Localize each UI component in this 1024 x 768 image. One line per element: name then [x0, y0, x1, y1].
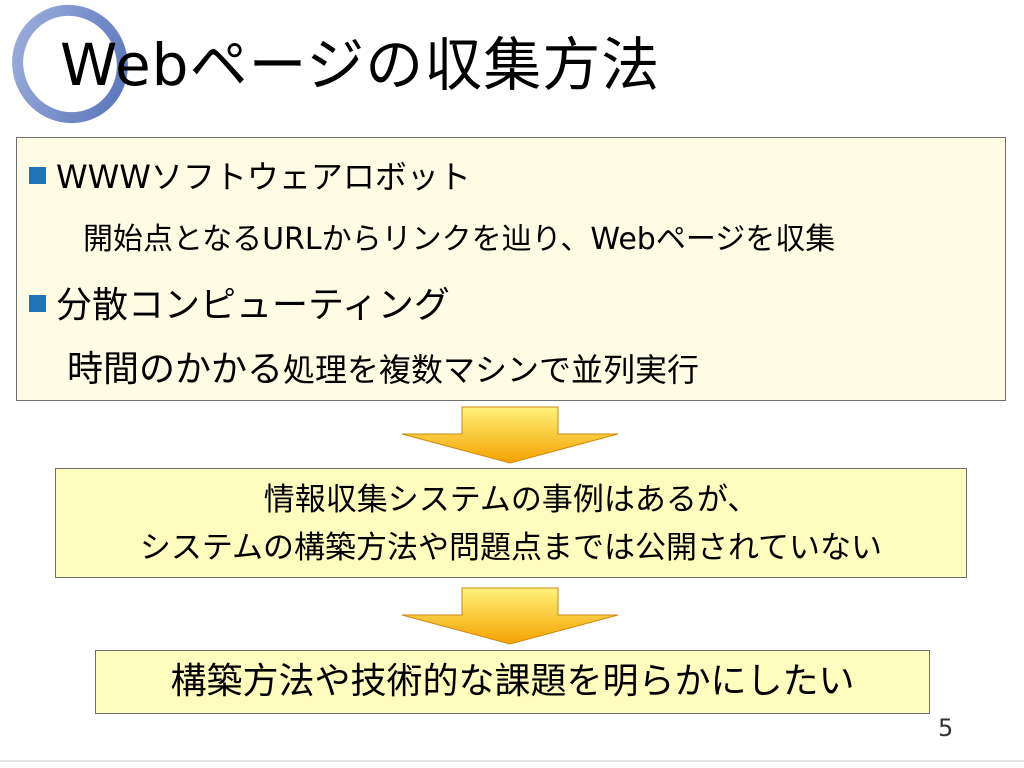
sub-text-large: 時間のかかる — [67, 349, 284, 390]
sub-item-distributed: 時間のかかる処理を複数マシンで並列実行 — [67, 340, 699, 392]
issue-box: 情報収集システムの事例はあるが、 システムの構築方法や問題点までは公開されていな… — [55, 468, 967, 578]
sub-item-robot: 開始点となるURLからリンクを辿り、Webページを収集 — [83, 222, 836, 257]
down-arrow-icon — [401, 406, 619, 464]
bullet-text: 分散コンピューティング — [56, 285, 450, 326]
logo-ring-icon — [12, 4, 128, 124]
issue-line-2: システムの構築方法や問題点までは公開されていない — [139, 530, 883, 566]
goal-box: 構築方法や技術的な課題を明らかにしたい — [95, 650, 930, 714]
page-title: Webページの収集方法 — [60, 31, 661, 99]
bullet-item-robot: WWWソフトウェアロボット — [29, 152, 471, 198]
content-box: WWWソフトウェアロボット 開始点となるURLからリンクを辿り、Webページを収… — [16, 137, 1006, 401]
down-arrow-icon — [401, 587, 619, 645]
square-bullet-icon — [29, 294, 46, 312]
issue-line-1: 情報収集システムの事例はあるが、 — [263, 482, 759, 518]
sub-text-small: 処理を複数マシンで並列実行 — [283, 351, 700, 389]
bullet-item-distributed: 分散コンピューティング — [29, 276, 450, 328]
square-bullet-icon — [29, 166, 46, 184]
page-number: 5 — [938, 714, 954, 742]
bullet-text: WWWソフトウェアロボット — [56, 158, 471, 196]
footer-divider — [0, 760, 1024, 762]
